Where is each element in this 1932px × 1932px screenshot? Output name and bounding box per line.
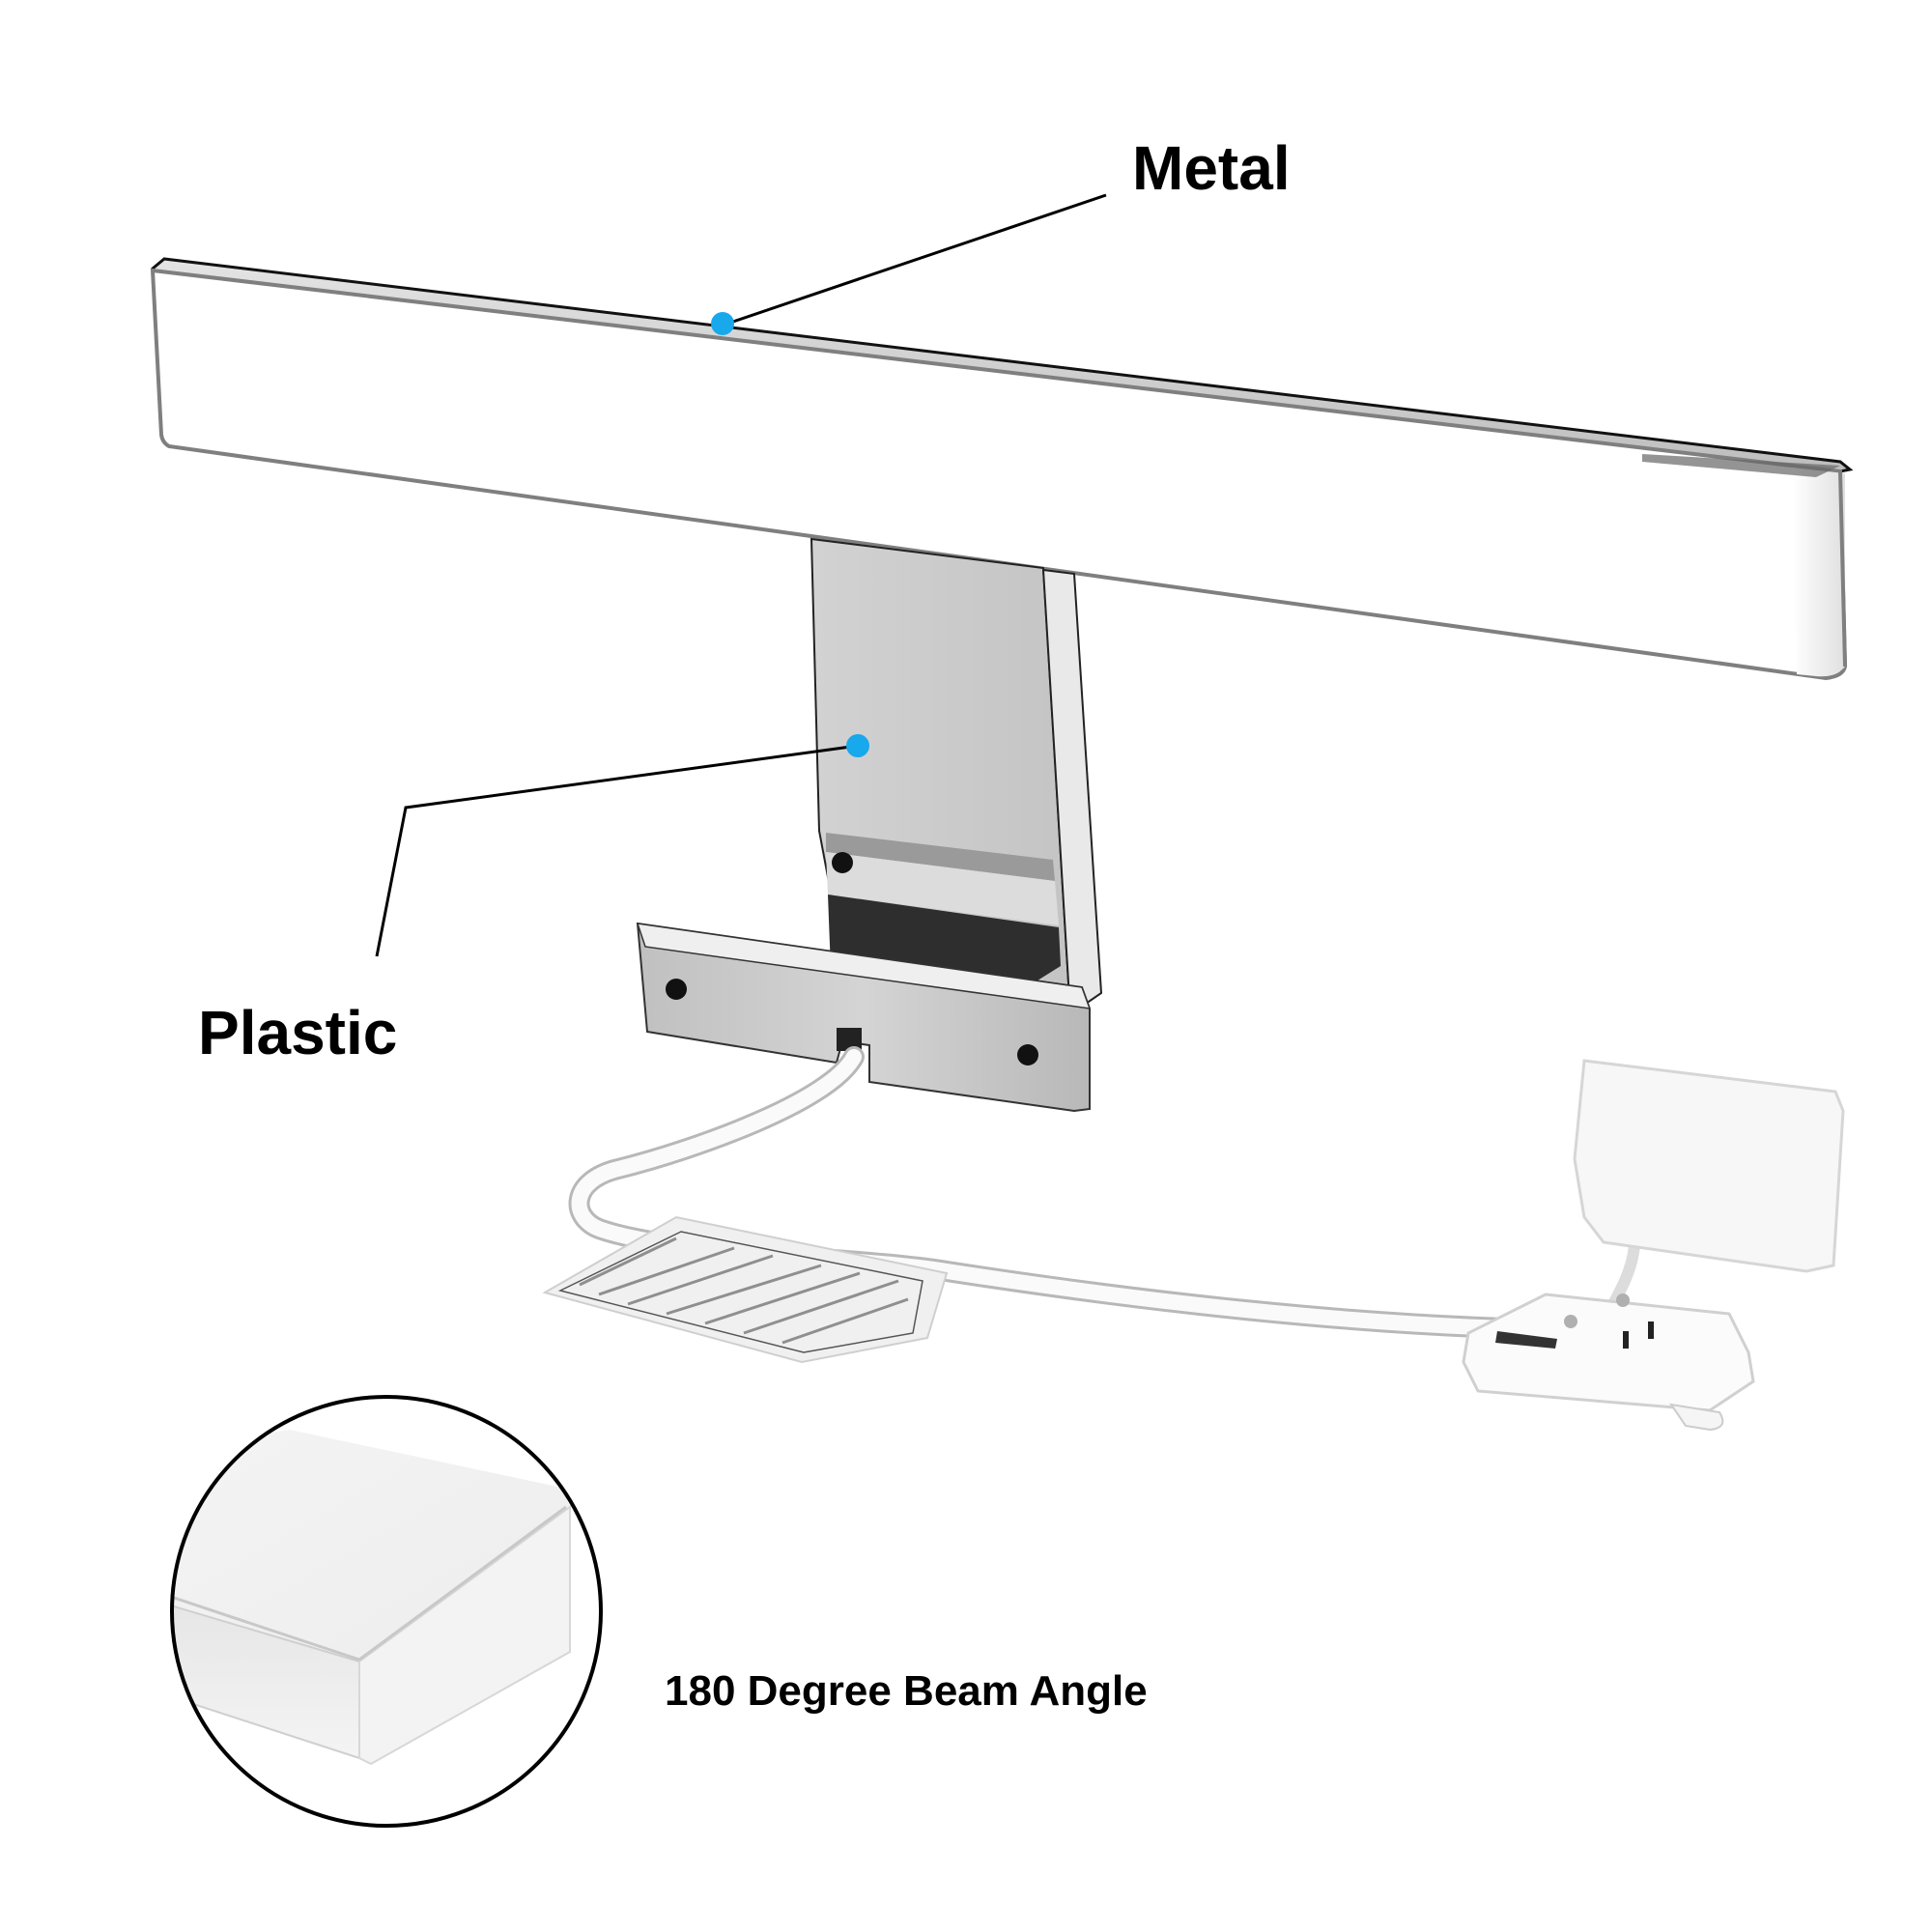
callout-dot-plastic — [846, 734, 869, 757]
leader-line-plastic — [375, 744, 859, 957]
callout-label-metal: Metal — [1132, 133, 1291, 203]
callout-dot-metal — [711, 312, 734, 335]
inset-caption: 180 Degree Beam Angle — [665, 1667, 1148, 1715]
callout-plastic — [375, 734, 869, 957]
terminal-box — [1462, 1059, 1845, 1432]
leader-line-metal — [724, 193, 1107, 327]
instruction-tag — [542, 1215, 949, 1364]
inset-circle-border — [170, 1395, 603, 1828]
mounting-bracket — [636, 537, 1103, 1113]
callout-metal — [711, 193, 1107, 335]
callout-label-plastic: Plastic — [198, 998, 398, 1067]
light-bar — [150, 257, 1854, 681]
detail-inset — [170, 1395, 603, 1828]
